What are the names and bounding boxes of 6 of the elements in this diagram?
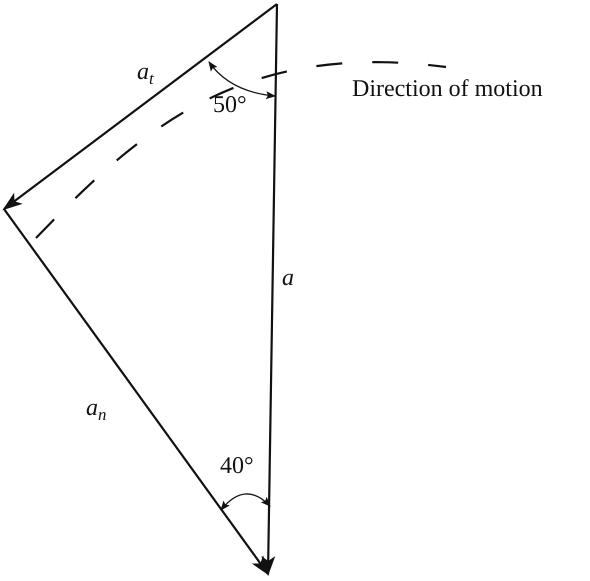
vector-label: a$_{n}$ xyxy=(86,396,106,424)
angle-label: 50° xyxy=(213,93,247,117)
caption-label: Direction of motion xyxy=(352,77,543,101)
angle-label: 40° xyxy=(220,454,254,478)
vector-label: a$_{t}$ xyxy=(137,60,154,88)
vector-label: a xyxy=(282,266,294,290)
